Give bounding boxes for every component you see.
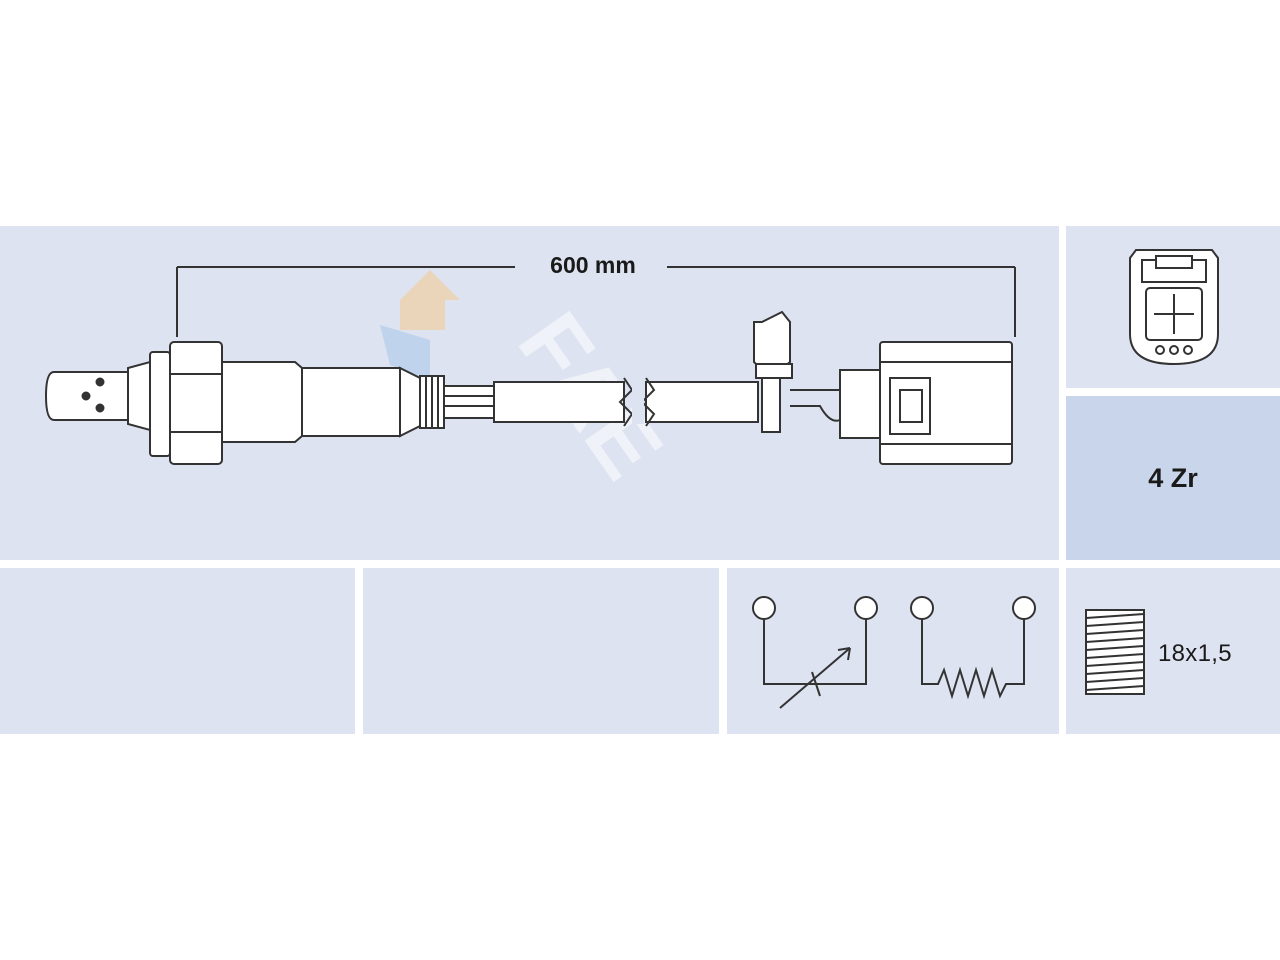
- connector-face-icon: [1129, 249, 1219, 366]
- sensor-type-label: 4 Zr: [1148, 463, 1198, 493]
- empty-panel-2: [363, 568, 719, 734]
- probe-taper-shape: [127, 360, 151, 432]
- dimension-line: [176, 266, 1016, 337]
- heater-resistor-shape: [921, 619, 1025, 700]
- connector-latch-shape: [839, 369, 881, 439]
- washer-shape: [149, 351, 171, 457]
- watermark-cube-shape: [380, 325, 430, 380]
- terminal-circle: [910, 596, 934, 620]
- circuit-schematic-icon: [752, 596, 1036, 709]
- watermark-arrow-shape: [400, 270, 460, 330]
- cable-right-shape: [645, 381, 759, 423]
- cable-break-mark: [618, 377, 634, 427]
- cable-left-shape: [493, 381, 625, 423]
- sensor-type-panel: [1066, 396, 1280, 560]
- terminal-circle: [752, 596, 776, 620]
- sensor-shell-shape: [301, 367, 401, 437]
- terminal-circle: [854, 596, 878, 620]
- sensor-body-shape: [221, 361, 303, 443]
- hex-nut-shape: [169, 341, 223, 465]
- terminal-circle: [1012, 596, 1036, 620]
- dimension-label: 600 mm: [550, 252, 636, 278]
- thread-size-label: 18x1,5: [1158, 640, 1232, 667]
- empty-panel-1: [0, 568, 355, 734]
- lambda-sensor-icon: [44, 310, 1013, 465]
- thread-icon: [1085, 609, 1145, 695]
